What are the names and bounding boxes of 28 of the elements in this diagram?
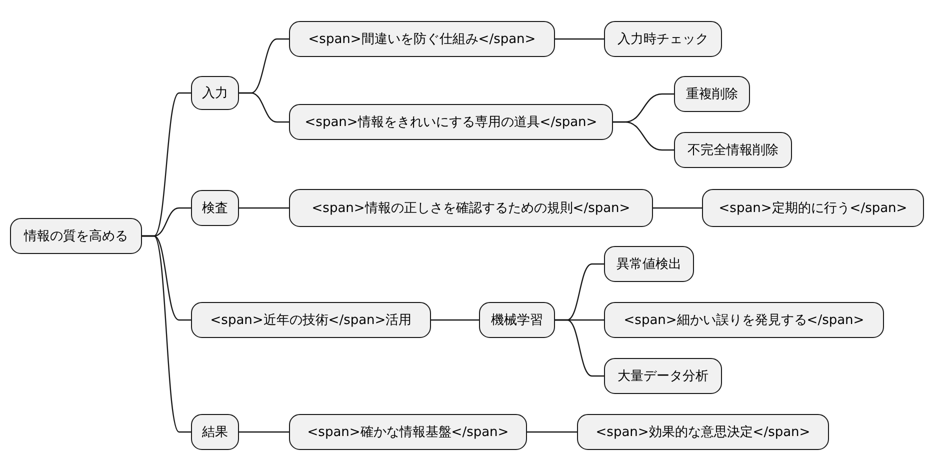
topic-box: 検査 bbox=[191, 190, 239, 226]
topic-box: <span>情報の正しさを確認するための規則</span> bbox=[289, 189, 653, 227]
topic-box: <span>情報をきれいにする専用の道具</span> bbox=[289, 104, 613, 140]
topic-box: 不完全情報削除 bbox=[674, 132, 792, 168]
connector-line bbox=[431, 319, 479, 321]
topic-box: 入力時チェック bbox=[604, 21, 722, 57]
topic-box: <span>細かい誤りを発見する</span> bbox=[604, 302, 884, 338]
connector-line bbox=[555, 319, 604, 377]
topic-box: <span>定期的に行う</span> bbox=[702, 189, 924, 227]
connector-line bbox=[555, 38, 604, 40]
topic-box: 情報の質を高める bbox=[10, 218, 142, 254]
topic-box: 大量データ分析 bbox=[604, 358, 722, 394]
topic-box: 入力 bbox=[191, 76, 239, 110]
connector-line bbox=[239, 431, 289, 433]
connector-line bbox=[239, 92, 289, 123]
topic-box: <span>間違いを防ぐ仕組み</span> bbox=[289, 21, 555, 57]
connector-line bbox=[239, 207, 289, 209]
connector-line bbox=[653, 207, 702, 209]
topic-box: <span>確かな情報基盤</span> bbox=[289, 414, 527, 450]
topic-box: 機械学習 bbox=[479, 302, 555, 338]
topic-box: 異常値検出 bbox=[604, 246, 694, 282]
connector-line bbox=[527, 431, 577, 433]
topic-box: <span>近年の技術</span>活用 bbox=[191, 302, 431, 338]
connector-line bbox=[613, 121, 674, 151]
connector-line bbox=[142, 235, 191, 433]
topic-box: 重複削除 bbox=[674, 76, 750, 112]
topic-box: 結果 bbox=[191, 414, 239, 450]
topic-box: <span>効果的な意思決定</span> bbox=[577, 414, 829, 450]
